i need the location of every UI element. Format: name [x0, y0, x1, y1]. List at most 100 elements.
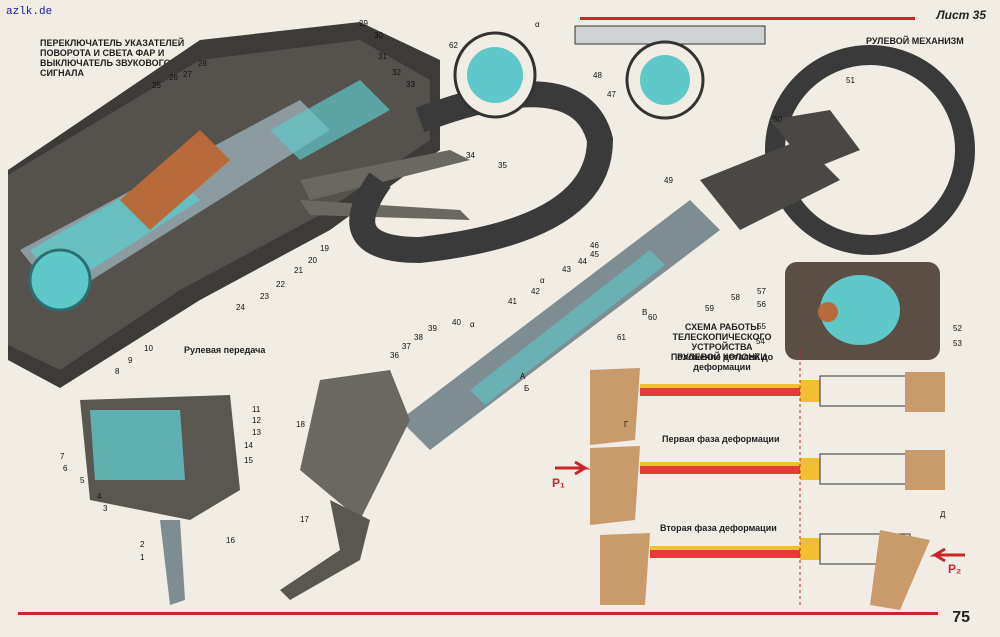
callout-10: 10 — [144, 344, 153, 353]
callout-51: 51 — [846, 76, 855, 85]
column-shroud — [700, 140, 840, 230]
callout-59: 59 — [705, 304, 714, 313]
scheme-phase2 — [600, 530, 930, 610]
callout-21: 21 — [294, 266, 303, 275]
callout-53: 53 — [953, 339, 962, 348]
callout-27: 27 — [183, 70, 192, 79]
callout-16: 16 — [226, 536, 235, 545]
inset-copper — [818, 302, 838, 322]
callout-38: 38 — [414, 333, 423, 342]
dim-b: Б — [524, 384, 530, 393]
callout-19: 19 — [320, 244, 329, 253]
callout-41: 41 — [508, 297, 517, 306]
callout-23: 23 — [260, 292, 269, 301]
callout-50: 50 — [773, 115, 782, 124]
callout-32: 32 — [392, 68, 401, 77]
callout-47: 47 — [607, 90, 616, 99]
title-phase2: Вторая фаза деформации — [660, 523, 777, 533]
title-mechanism: РУЛЕВОЙ МЕХАНИЗМ — [866, 36, 964, 46]
page-number: 75 — [952, 609, 970, 626]
callout-20: 20 — [308, 256, 317, 265]
title-before: Положение деталей до деформации — [670, 352, 774, 372]
callout-62: 62 — [449, 41, 458, 50]
callout-61: 61 — [617, 333, 626, 342]
dim-alpha-top: α — [535, 20, 540, 29]
callout-33: 33 — [406, 80, 415, 89]
callout-52: 52 — [953, 324, 962, 333]
callout-5: 5 — [80, 476, 85, 485]
shaft-end — [28, 248, 92, 312]
steering-box — [300, 370, 410, 520]
force-arrow-p1 — [555, 460, 591, 476]
header-rule — [580, 17, 915, 20]
callout-56: 56 — [757, 300, 766, 309]
callout-42: 42 — [531, 287, 540, 296]
callout-18: 18 — [296, 420, 305, 429]
force-arrow-p2 — [929, 547, 965, 563]
callout-15: 15 — [244, 456, 253, 465]
callout-58: 58 — [731, 293, 740, 302]
callout-36: 36 — [390, 351, 399, 360]
callout-14: 14 — [244, 441, 253, 450]
callout-13: 13 — [252, 428, 261, 437]
callout-34: 34 — [466, 151, 475, 160]
callout-35: 35 — [498, 161, 507, 170]
footer-rule — [18, 612, 938, 615]
dim-alpha-col: α — [540, 276, 545, 285]
callout-46: 46 — [590, 241, 599, 250]
telescopic-tube — [470, 250, 665, 405]
force-label-p1: P₁ — [552, 476, 565, 490]
dim-v: В — [642, 308, 648, 317]
callout-8: 8 — [115, 367, 120, 376]
callout-11: 11 — [252, 405, 261, 414]
callout-3: 3 — [103, 504, 108, 513]
watermark: azlk.de — [6, 6, 53, 18]
callout-55: 55 — [757, 322, 766, 331]
scheme-phase1 — [590, 446, 945, 525]
pitman-arm — [280, 500, 370, 600]
callout-37: 37 — [402, 342, 411, 351]
title-phase1: Первая фаза деформации — [662, 434, 780, 444]
callout-31: 31 — [378, 52, 387, 61]
lever-35 — [300, 200, 470, 220]
callout-57: 57 — [757, 287, 766, 296]
insert-circle-62-fill — [467, 47, 523, 103]
dim-d: Д — [940, 510, 946, 519]
callout-6: 6 — [63, 464, 68, 473]
right-wheel-hub — [770, 110, 860, 170]
insert-circle-47-fill — [640, 55, 690, 105]
center-wheel — [349, 81, 614, 264]
dim-alpha-low: α — [470, 320, 475, 329]
callout-4: 4 — [97, 492, 102, 501]
callout-54: 54 — [756, 337, 765, 346]
callout-49: 49 — [664, 176, 673, 185]
upper-bearing — [270, 80, 390, 160]
title-scheme: СХЕМА РАБОТЫ ТЕЛЕСКОПИЧЕСКОГО УСТРОЙСТВА… — [672, 322, 772, 362]
gearbox-shaft — [160, 520, 185, 605]
dim-g: Г — [624, 420, 629, 429]
callout-39: 39 — [428, 324, 437, 333]
gearbox-cavity — [90, 410, 185, 480]
callout-17: 17 — [300, 515, 309, 524]
title-switch: ПЕРЕКЛЮЧАТЕЛЬ УКАЗАТЕЛЕЙ ПОВОРОТА И СВЕТ… — [40, 38, 185, 78]
callout-1: 1 — [140, 553, 145, 562]
callout-29: 29 — [359, 19, 368, 28]
callout-30: 30 — [374, 31, 383, 40]
callout-28: 28 — [198, 59, 207, 68]
callout-12: 12 — [252, 416, 261, 425]
scheme-before — [590, 368, 945, 445]
inset-cyan — [820, 275, 900, 345]
callout-48: 48 — [593, 71, 602, 80]
callout-22: 22 — [276, 280, 285, 289]
callout-2: 2 — [140, 540, 145, 549]
callout-60: 60 — [648, 313, 657, 322]
callout-24: 24 — [236, 303, 245, 312]
lever-34 — [300, 150, 470, 200]
callout-9: 9 — [128, 356, 133, 365]
title-gearbox: Рулевая передача — [184, 345, 266, 355]
callout-25: 25 — [152, 81, 161, 90]
callout-43: 43 — [562, 265, 571, 274]
sheet-label: Лист 35 — [936, 8, 986, 22]
dim-a: А — [520, 372, 526, 381]
